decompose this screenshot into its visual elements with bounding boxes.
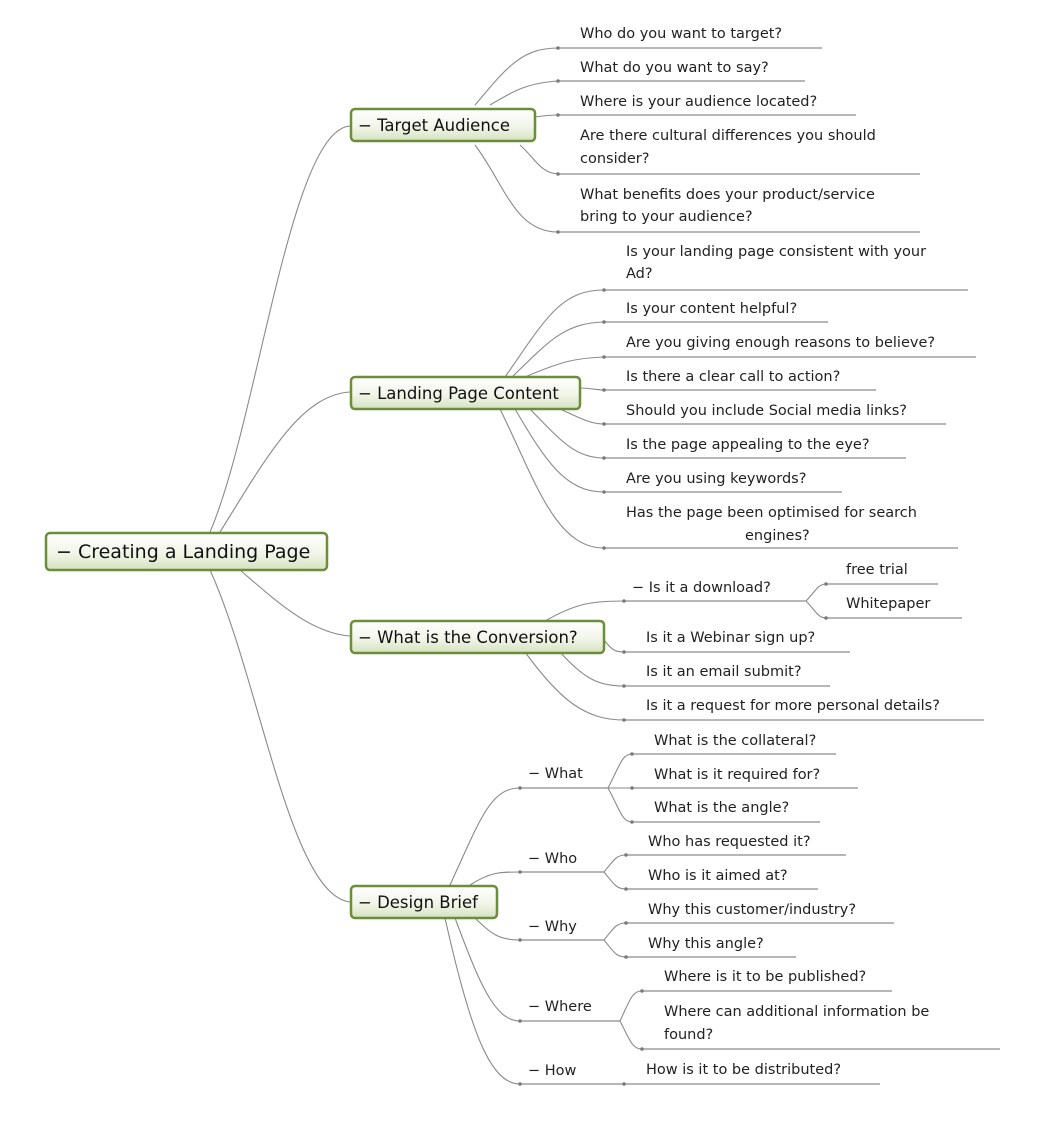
target-item-5-line-2: bring to your audience? [580, 209, 753, 225]
content-item-6: Is the page appealing to the eye? [626, 437, 870, 453]
target-item-5-line-1: What benefits does your product/service [580, 187, 875, 203]
design-who-2: Who is it aimed at? [648, 868, 788, 884]
target-item-1: Who do you want to target? [580, 26, 782, 42]
node-target-audience[interactable]: − Target Audience [349, 107, 537, 143]
design-where-2-line-2: found? [664, 1027, 713, 1043]
design-what-3: What is the angle? [654, 800, 789, 816]
root-node[interactable]: − Creating a Landing Page [44, 531, 329, 572]
edge-root-content [219, 391, 351, 533]
design-group-why: − Why [528, 919, 577, 935]
node-what-is-the-conversion[interactable]: − What is the Conversion? [349, 619, 606, 655]
design-who-1: Who has requested it? [648, 834, 811, 850]
node-landing-page-content-label: − Landing Page Content [358, 384, 559, 403]
content-item-2: Is your content helpful? [626, 301, 797, 317]
target-item-3: Where is your audience located? [580, 94, 817, 110]
design-group-how: − How [528, 1063, 577, 1079]
target-item-2: What do you want to say? [580, 60, 769, 76]
content-item-5: Should you include Social media links? [626, 403, 907, 419]
node-target-audience-label: − Target Audience [358, 116, 510, 135]
edge-root-design [209, 569, 351, 903]
branch-target-audience: Who do you want to target? What do you w… [474, 26, 920, 234]
conversion-item-3: Is it an email submit? [646, 664, 802, 680]
design-what-2: What is it required for? [654, 767, 820, 783]
content-item-8-line-2: engines? [745, 528, 810, 544]
conversion-item-2: Is it a Webinar sign up? [646, 630, 815, 646]
design-how-1: How is it to be distributed? [646, 1062, 841, 1078]
content-item-4: Is there a clear call to action? [626, 369, 840, 385]
node-design-brief-label: − Design Brief [358, 893, 479, 912]
root-node-label: − Creating a Landing Page [56, 541, 310, 563]
design-group-where: − Where [528, 999, 592, 1015]
content-item-8-line-1: Has the page been optimised for search [626, 505, 917, 521]
node-landing-page-content[interactable]: − Landing Page Content [349, 375, 582, 411]
design-group-what: − What [528, 766, 583, 782]
conversion-item-4: Is it a request for more personal detail… [646, 698, 940, 714]
design-why-2: Why this angle? [648, 936, 764, 952]
target-item-4-line-1: Are there cultural differences you shoul… [580, 128, 876, 144]
branch-design-brief: − What − Who − Why − Where − How What is… [444, 733, 1000, 1086]
design-why-1: Why this customer/industry? [648, 902, 856, 918]
branch-what-is-the-conversion: − Is it a download? free trial Whitepape… [524, 562, 984, 722]
design-group-who: − Who [528, 851, 577, 867]
branch-landing-page-content: Is your landing page consistent with you… [499, 244, 976, 550]
node-design-brief[interactable]: − Design Brief [349, 884, 499, 920]
design-where-1: Where is it to be published? [664, 969, 866, 985]
target-item-4-line-2: consider? [580, 151, 649, 167]
conversion-download-free-trial: free trial [846, 562, 908, 578]
design-where-2-line-1: Where can additional information be [664, 1004, 929, 1020]
edge-root-target [209, 125, 351, 533]
content-item-3: Are you giving enough reasons to believe… [626, 335, 935, 351]
edge-root-conversion [239, 569, 351, 637]
content-item-1-line-2: Ad? [626, 266, 653, 282]
content-item-1-line-1: Is your landing page consistent with you… [626, 244, 926, 260]
conversion-download-whitepaper: Whitepaper [846, 596, 930, 612]
conversion-download: − Is it a download? [632, 580, 771, 596]
design-what-1: What is the collateral? [654, 733, 816, 749]
node-what-is-the-conversion-label: − What is the Conversion? [358, 628, 578, 647]
content-item-7: Are you using keywords? [626, 471, 806, 487]
